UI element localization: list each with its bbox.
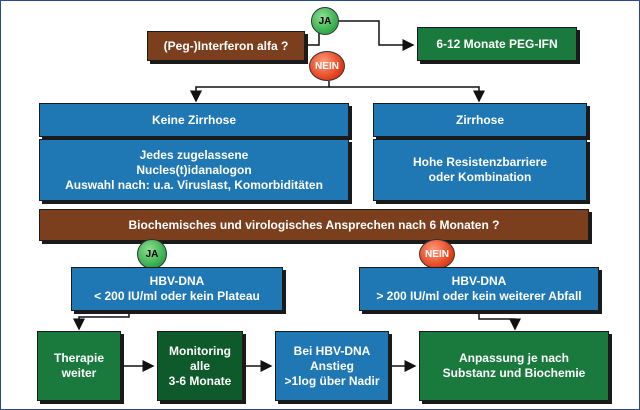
hbv-low-box: HBV-DNA < 200 IU/ml oder kein Plateau xyxy=(71,267,283,311)
no-circle-2: NEIN xyxy=(419,239,455,269)
hbv-rise-line-3: >1log über Nadir xyxy=(284,373,380,388)
hbv-rise-line-1: Bei HBV-DNA xyxy=(293,343,371,358)
hbv-low-line-2: < 200 IU/ml oder kein Plateau xyxy=(94,289,260,303)
response-question-box: Biochemisches und virologisches Ansprech… xyxy=(39,209,589,241)
monitoring-line-3: 3-6 Monate xyxy=(168,373,232,388)
continue-therapy-box: Therapie weiter xyxy=(37,331,121,401)
connector-yes-1-to-result xyxy=(339,20,415,51)
connector-high-adjust xyxy=(478,311,521,331)
adjustment-line-1: Anpassung je nach xyxy=(458,351,570,365)
hbv-high-line-2: > 200 IU/ml oder kein weiterer Abfall xyxy=(376,289,582,303)
no-circle-1: NEIN xyxy=(309,51,345,81)
peg-ifn-result-text: 6-12 Monate PEG-IFN xyxy=(436,36,558,51)
monitoring-box: Monitoring alle 3-6 Monate xyxy=(157,331,243,401)
continue-therapy-line-1: Therapie xyxy=(53,351,104,365)
no-cirrhosis-line-3: Auswahl nach: u.a. Viruslast, Komorbidit… xyxy=(65,177,323,192)
connector-yes-1 xyxy=(306,31,320,46)
hbv-high-line-1: HBV-DNA xyxy=(451,274,507,288)
no-label-2: NEIN xyxy=(425,248,449,260)
yes-label-2: JA xyxy=(145,248,159,260)
no-cirrhosis-header: Keine Zirrhose xyxy=(39,103,349,137)
continue-therapy-line-2: weiter xyxy=(61,366,97,380)
monitoring-line-1: Monitoring xyxy=(169,343,231,358)
interferon-question-box: (Peg-)Interferon alfa ? xyxy=(147,31,305,61)
cirrhosis-treatment-box: Hohe Resistenzbarriere oder Kombination xyxy=(373,139,587,201)
no-label-1: NEIN xyxy=(315,60,339,72)
cirrhosis-header-text: Zirrhose xyxy=(455,112,504,127)
hbv-high-box: HBV-DNA > 200 IU/ml oder kein weiterer A… xyxy=(359,267,599,311)
response-question-text: Biochemisches und virologisches Ansprech… xyxy=(128,217,500,232)
connector-to-therapy xyxy=(73,311,130,331)
no-cirrhosis-header-text: Keine Zirrhose xyxy=(151,112,237,127)
hbv-rise-line-2: Anstieg xyxy=(309,358,354,373)
yes-label-1: JA xyxy=(318,15,332,27)
connector-no-to-left xyxy=(190,81,330,103)
adjustment-box: Anpassung je nach Substanz und Biochemie xyxy=(419,331,609,401)
yes-circle-2: JA xyxy=(137,239,167,269)
peg-ifn-result-box: 6-12 Monate PEG-IFN xyxy=(417,27,577,61)
cirrhosis-line-2: oder Kombination xyxy=(428,170,532,184)
hbv-rise-box: Bei HBV-DNA Anstieg >1log über Nadir xyxy=(275,331,389,401)
yes-circle-1: JA xyxy=(311,7,339,35)
no-cirrhosis-line-2: Nucles(t)idanalogon xyxy=(136,162,252,177)
cirrhosis-line-1: Hohe Resistenzbarriere xyxy=(412,155,548,169)
no-cirrhosis-treatment-box: Jedes zugelassene Nucles(t)idanalogon Au… xyxy=(39,139,349,201)
connector-no-to-right xyxy=(329,86,485,103)
interferon-question-text: (Peg-)Interferon alfa ? xyxy=(163,38,289,53)
cirrhosis-header: Zirrhose xyxy=(373,103,587,137)
adjustment-line-2: Substanz und Biochemie xyxy=(442,366,586,380)
no-cirrhosis-line-1: Jedes zugelassene xyxy=(139,147,249,162)
hbv-low-line-1: HBV-DNA xyxy=(149,274,205,288)
monitoring-line-2: alle xyxy=(189,358,210,373)
